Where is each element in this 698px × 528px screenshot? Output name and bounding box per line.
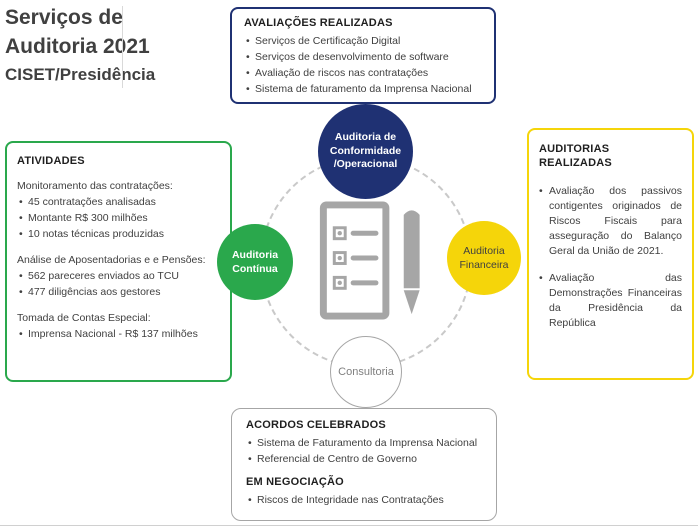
circle-label-line: Auditoria	[463, 245, 505, 257]
circle-label-line: Contínua	[232, 263, 278, 275]
agreements-box: ACORDOS CELEBRADOS Sistema de Faturament…	[231, 408, 497, 521]
title-line-3: CISET/Presidência	[5, 65, 156, 84]
circle-label-line: Financeira	[459, 259, 509, 271]
circle-auditoria-continua: Auditoria Contínua	[217, 224, 293, 300]
list-item: Sistema de faturamento da Imprensa Nacio…	[244, 81, 484, 97]
title-divider	[122, 6, 123, 88]
list-item: Serviços de Certificação Digital	[244, 33, 484, 49]
list-item: Referencial de Centro de Governo	[246, 451, 484, 467]
evaluations-box: AVALIAÇÕES REALIZADAS Serviços de Certif…	[230, 7, 496, 104]
title-line-2: Auditoria 2021	[5, 35, 150, 58]
bottom-edge-line	[0, 525, 698, 526]
list-item: 562 pareceres enviados ao TCU	[17, 268, 222, 284]
page-title: Serviços de Auditoria 2021 CISET/Presidê…	[5, 3, 219, 87]
activities-section-contratacoes: Monitoramento das contratações: 45 contr…	[17, 178, 222, 242]
circle-label-line: Consultoria	[338, 366, 394, 378]
activities-heading: ATIVIDADES	[17, 155, 85, 167]
circle-auditoria-financeira: Auditoria Financeira	[447, 221, 521, 295]
document-checklist-pen-icon	[319, 201, 420, 320]
list-item: 477 diligências aos gestores	[17, 284, 222, 300]
circle-auditoria-conformidade: Auditoria de Conformidade /Operacional	[318, 104, 413, 199]
list-item: Avaliação de riscos nas contratações	[244, 65, 484, 81]
list-item: Sistema de Faturamento da Imprensa Nacio…	[246, 435, 484, 451]
activities-section-tomada-contas: Tomada de Contas Especial: Imprensa Naci…	[17, 310, 222, 342]
evaluations-heading: AVALIAÇÕES REALIZADAS	[244, 17, 393, 29]
agreements-list: Sistema de Faturamento da Imprensa Nacio…	[246, 435, 484, 467]
list-item: Riscos de Integridade nas Contratações	[246, 492, 484, 508]
agreements-heading: ACORDOS CELEBRADOS	[246, 419, 386, 431]
circle-label-line: Conformidade	[329, 144, 402, 157]
section-list: Imprensa Nacional - R$ 137 milhões	[17, 326, 222, 342]
list-item: Avaliação das Demonstrações Financeiras …	[539, 271, 682, 331]
audits-box: AUDITORIAS REALIZADAS Avaliação dos pass…	[527, 128, 694, 380]
section-list: 45 contratações analisadas Montante R$ 3…	[17, 194, 222, 242]
evaluations-list: Serviços de Certificação Digital Serviço…	[244, 33, 484, 97]
negotiation-list: Riscos de Integridade nas Contratações	[246, 492, 484, 508]
activities-box: ATIVIDADES Monitoramento das contrataçõe…	[5, 141, 232, 382]
section-label: Monitoramento das contratações:	[17, 180, 173, 192]
section-label: Análise de Aposentadorias e e Pensões:	[17, 254, 206, 266]
circle-consultoria: Consultoria	[330, 336, 402, 408]
section-label: Tomada de Contas Especial:	[17, 312, 151, 324]
circle-label-line: /Operacional	[333, 158, 398, 171]
title-line-1: Serviços de	[5, 6, 123, 29]
negotiation-heading: EM NEGOCIAÇÃO	[246, 476, 344, 488]
activities-section-pensoes: Análise de Aposentadorias e e Pensões: 5…	[17, 252, 222, 300]
circle-label-line: Auditoria de	[334, 131, 397, 144]
list-item: Serviços de desenvolvimento de software	[244, 49, 484, 65]
audits-heading: AUDITORIAS REALIZADAS	[539, 143, 612, 169]
list-item: 10 notas técnicas produzidas	[17, 226, 222, 242]
list-item: Montante R$ 300 milhões	[17, 210, 222, 226]
section-list: 562 pareceres enviados ao TCU 477 diligê…	[17, 268, 222, 300]
list-item: Imprensa Nacional - R$ 137 milhões	[17, 326, 222, 342]
list-item: Avaliação dos passivos contigentes origi…	[539, 184, 682, 259]
circle-label-line: Auditoria	[231, 249, 279, 261]
list-item: 45 contratações analisadas	[17, 194, 222, 210]
